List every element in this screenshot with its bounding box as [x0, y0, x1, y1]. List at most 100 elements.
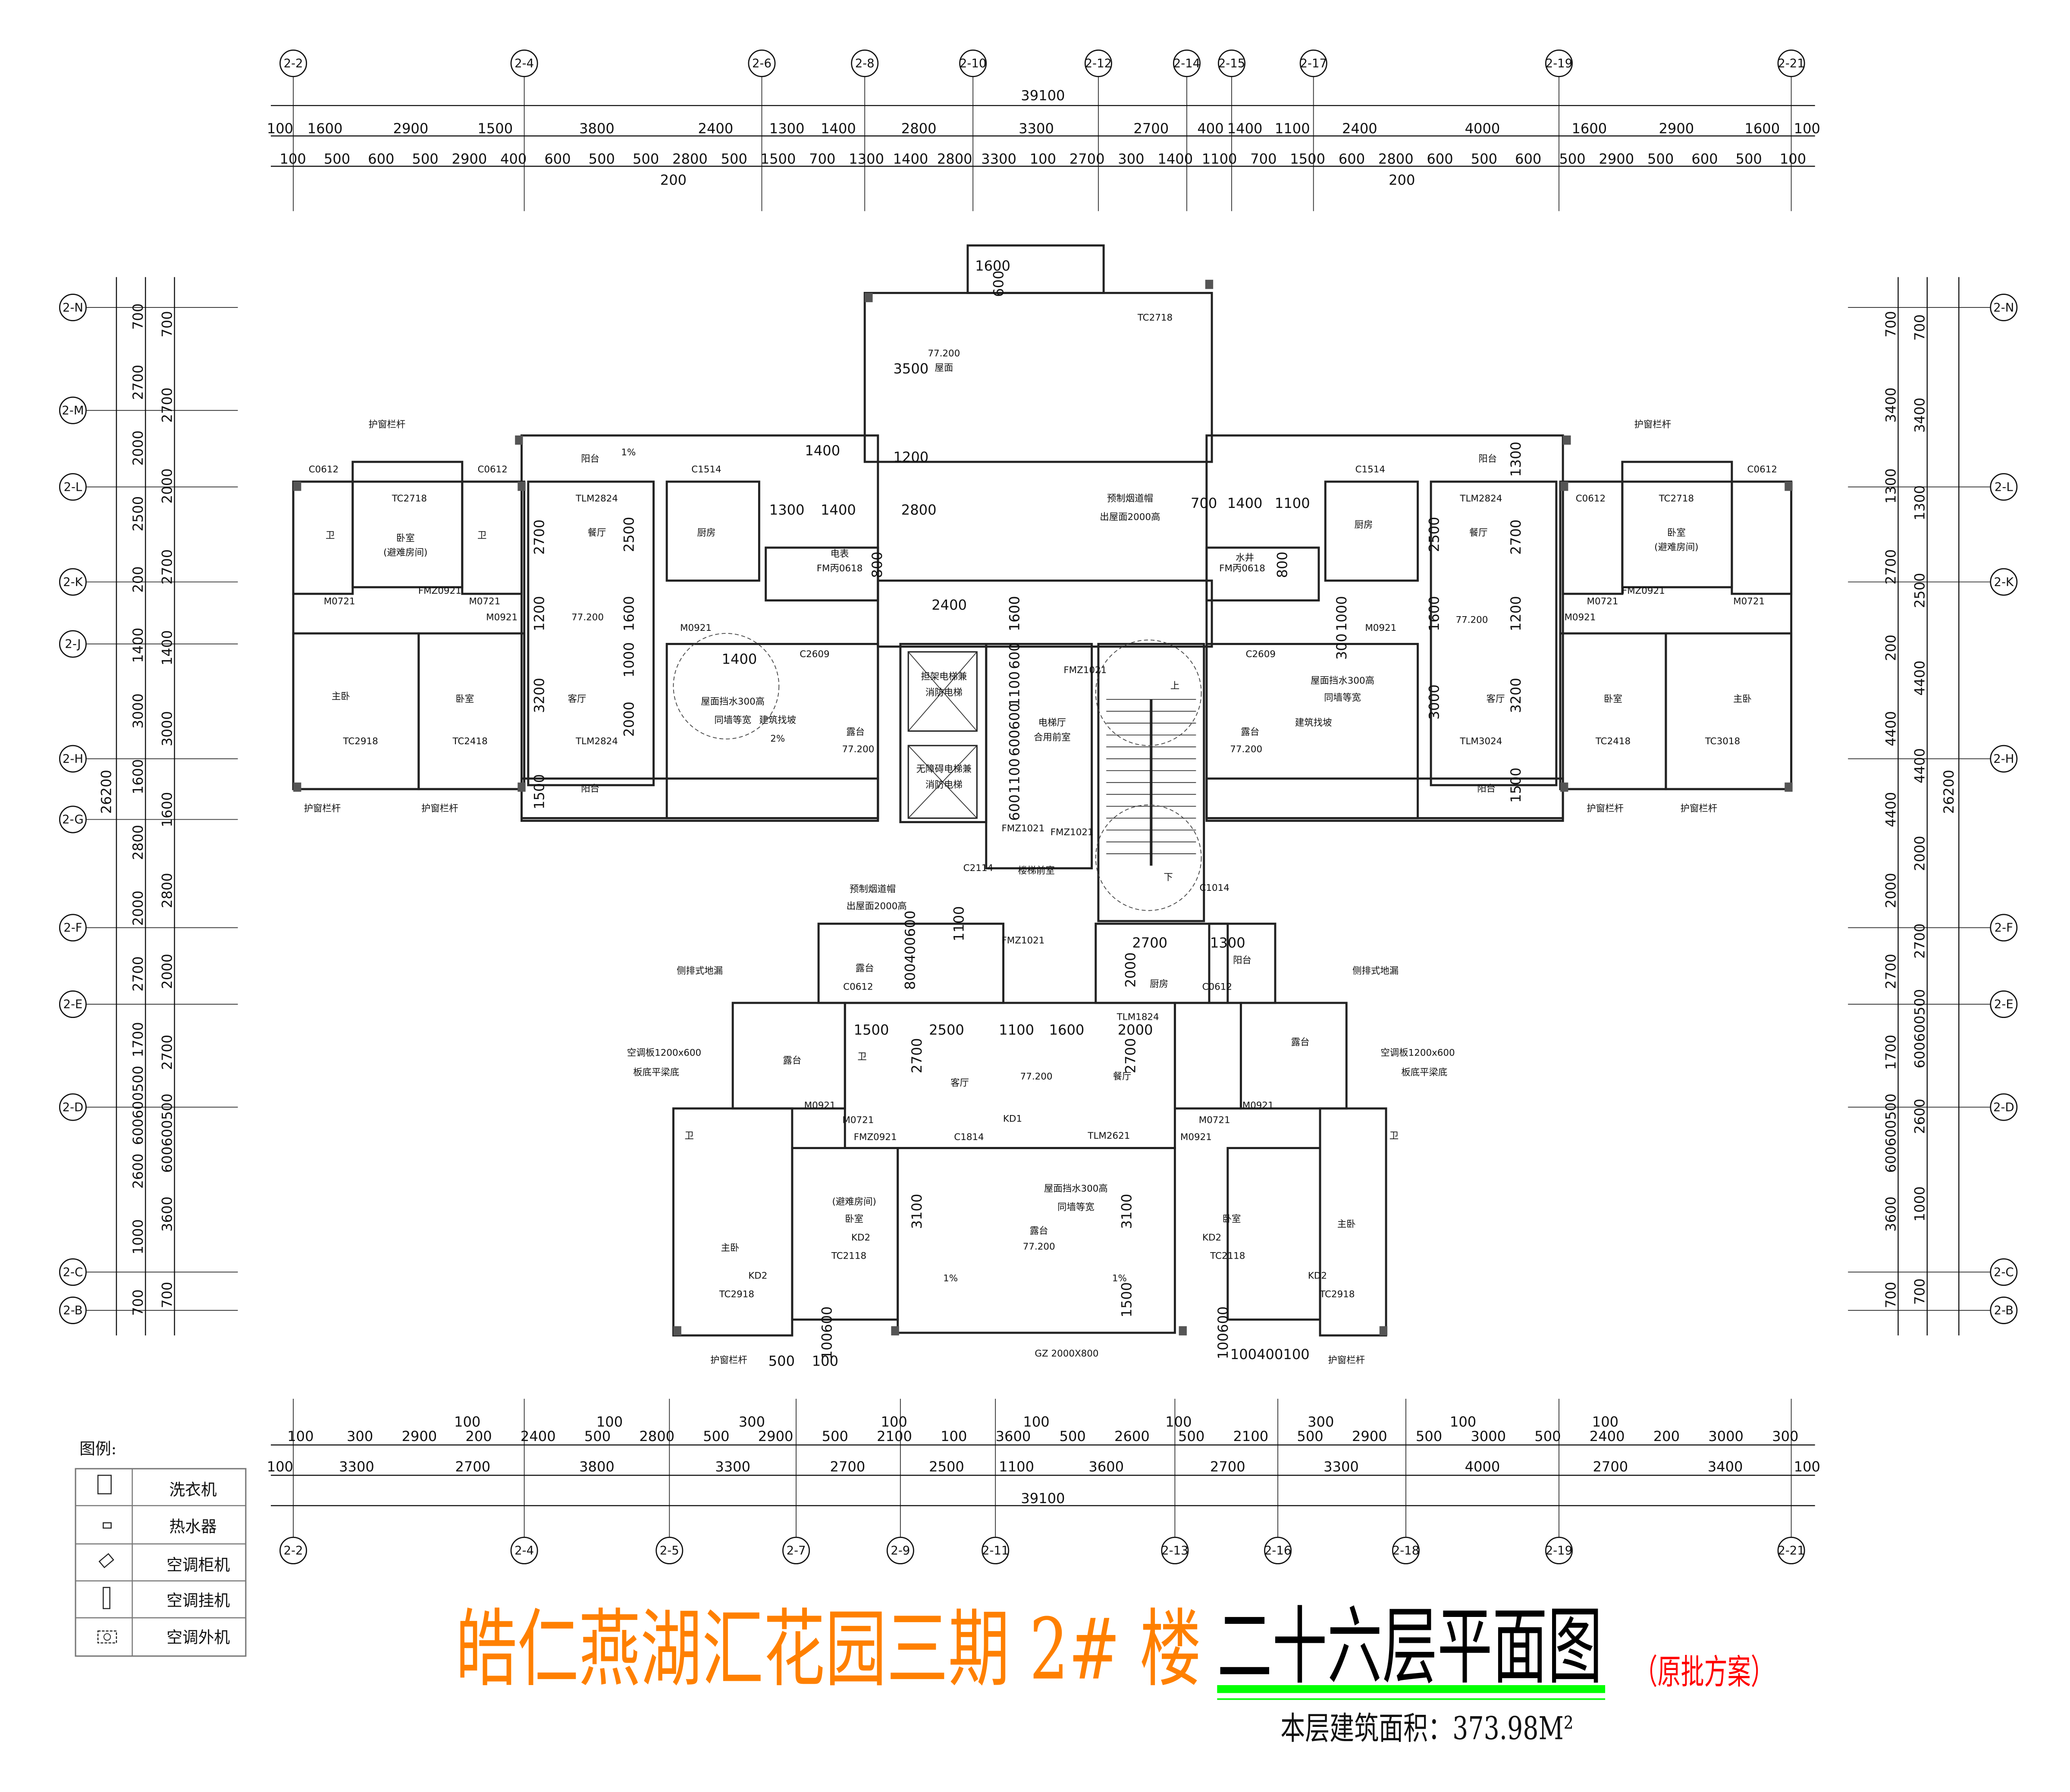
structural-column [865, 293, 873, 302]
dimension-text-vertical: 600 [991, 270, 1007, 297]
room-label: 2% [770, 733, 785, 744]
dim-bottom-extra: 100 [1450, 1413, 1476, 1430]
axis-bottom-2-5-label: 2-5 [660, 1544, 679, 1557]
room-label: TC2418 [452, 736, 488, 747]
dim-top-row2: 2800 [937, 150, 972, 167]
room-label: KD2 [748, 1271, 767, 1281]
room-label: TC2918 [1319, 1289, 1355, 1300]
dimension-text-vertical: 3000 [1426, 684, 1442, 720]
room-label: 77.200 [1020, 1071, 1053, 1082]
wall-room [1205, 777, 1564, 822]
room-label: 屋面挡水300高 [1311, 675, 1374, 686]
room-label: KD1 [1003, 1113, 1022, 1124]
dimension-text-vertical: 3100 [909, 1194, 925, 1229]
title-underline-thin [1217, 1698, 1606, 1700]
wall-room [1731, 480, 1793, 595]
wall-room [1430, 480, 1558, 786]
dim-bottom-extra: 100 [1023, 1413, 1049, 1430]
axis-left-2-F-label: 2-F [63, 921, 82, 935]
room-label: 阳台 [581, 783, 599, 794]
dimension-text-vertical: 1000 [621, 642, 637, 677]
dim-right-inner: 700 [1912, 314, 1928, 341]
axis-right-2-E-bubble [1990, 990, 2018, 1018]
dim-top-row2: 500 [1736, 150, 1762, 167]
room-label: 卧室 [1604, 694, 1622, 705]
room-label: FMZ0921 [418, 586, 461, 596]
axis-left-2-D-label: 2-D [63, 1100, 84, 1114]
walls [292, 244, 1793, 1337]
axis-left-2-J-bubble [59, 630, 87, 658]
room-label: TC2718 [1659, 493, 1694, 504]
dim-top-row2: 500 [412, 150, 438, 167]
room-label: 担架电梯兼 [921, 671, 967, 682]
dimension-text-vertical: 1500 [531, 774, 548, 809]
axis-top-2-21-bubble [1777, 49, 1805, 77]
structural-column [293, 782, 301, 792]
room-label: 77.200 [571, 612, 604, 623]
wall-room [1621, 461, 1733, 589]
dim-top-row1: 400 [1197, 120, 1223, 137]
dim-right-outer: 2000 [1882, 873, 1899, 908]
dim-top-row2: 2900 [1599, 150, 1634, 167]
axis-top-2-10-bubble [959, 49, 987, 77]
room-label: 屋面挡水300高 [701, 696, 765, 707]
room-label: 预制烟道帽 [850, 884, 896, 895]
room-label: 护窗栏杆 [1681, 803, 1718, 814]
wall-room [1173, 1002, 1242, 1110]
dim-top-row1: 100 [267, 120, 293, 137]
axis-left-2-G-bubble [59, 805, 87, 833]
wall-room [292, 480, 526, 790]
dim-bottom-row1: 3000 [1708, 1428, 1744, 1444]
dimension-text: 100 [812, 1353, 838, 1369]
room-label: (避难房间) [832, 1197, 876, 1207]
dimension-text: 1200 [893, 449, 928, 465]
axis-top-2-12-bubble [1084, 49, 1112, 77]
axis-top-2-21-label: 2-21 [1778, 56, 1804, 70]
dim-bottom-row2: 2500 [929, 1458, 964, 1475]
dim-bottom-row1: 2600 [1114, 1428, 1150, 1444]
dim-right-inner: 1000 [1912, 1186, 1928, 1222]
dim-top-row1: 1500 [477, 120, 513, 137]
axis-left-2-L-label: 2-L [64, 480, 82, 494]
axis-bottom-2-4-bubble [510, 1536, 538, 1564]
room-label: 阳台 [1478, 454, 1497, 464]
dim-bottom-row1: 300 [1772, 1428, 1798, 1444]
water-heater-icon [103, 1522, 112, 1529]
axis-bottom-2-21-bubble [1777, 1536, 1805, 1564]
room-label: M0921 [1564, 612, 1596, 623]
room-label: TC2718 [1137, 313, 1173, 323]
room-label: (避难房间) [383, 547, 427, 558]
axis-bottom-2-7-label: 2-7 [787, 1544, 806, 1557]
room-label: 电梯厅 [1038, 717, 1066, 728]
wall-room [1095, 922, 1229, 1004]
room-label: 卫 [684, 1131, 693, 1141]
room-label: M0921 [680, 623, 712, 633]
wall-room [1559, 632, 1667, 790]
dim-top-row2: 1100 [1202, 150, 1237, 167]
axis-right-2-E-label: 2-E [1994, 997, 2014, 1011]
dimension-text: 1300 [1210, 934, 1245, 951]
axis-top-2-19-bubble [1545, 49, 1573, 77]
room-label: FMZ1021 [1001, 935, 1044, 946]
room-label: 客厅 [1487, 694, 1505, 705]
room-label: 卧室 [1667, 528, 1686, 539]
wall-room [1665, 632, 1793, 790]
room-label: TC3018 [1705, 736, 1740, 747]
dim-top-row2: 3300 [981, 150, 1016, 167]
room-label: 屋面挡水300高 [1044, 1184, 1108, 1194]
dim-left-outer: 1700 [130, 1022, 146, 1057]
room-label: 空调板1200x600 [627, 1047, 701, 1058]
room-label: C0612 [309, 464, 339, 475]
legend-heading: 图例: [79, 1440, 116, 1458]
room-label: FMZ1021 [1001, 823, 1044, 834]
room-label: 餐厅 [1113, 1071, 1132, 1082]
dim-top-row2: 500 [1647, 150, 1674, 167]
room-label: 阳台 [1477, 783, 1496, 794]
room-label: FMZ0921 [1622, 586, 1665, 596]
axis-bottom-2-2-bubble [279, 1536, 307, 1564]
axis-left-2-H-bubble [59, 745, 87, 773]
dim-bottom-row2: 2700 [1593, 1458, 1628, 1475]
structural-column [518, 782, 526, 792]
dim-left-outer: 1600 [130, 759, 146, 794]
dim-top-row2: 600 [368, 150, 394, 167]
